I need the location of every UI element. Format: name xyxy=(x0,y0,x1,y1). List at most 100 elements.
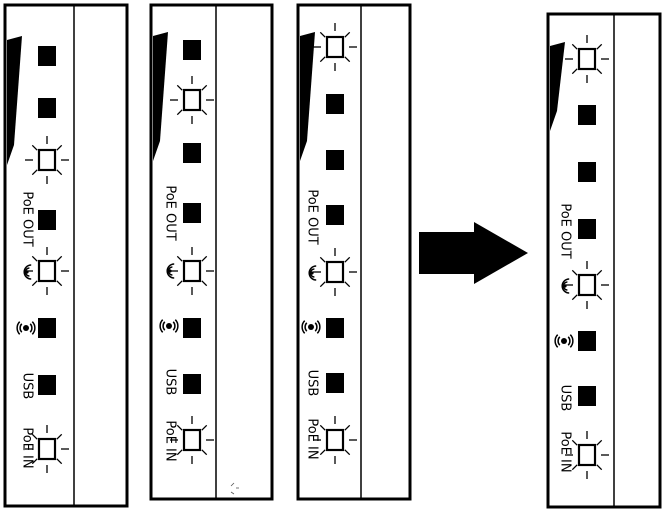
led-blinking xyxy=(313,23,357,71)
wireless-arc xyxy=(166,263,175,279)
faint-blink-mark xyxy=(230,482,239,495)
led-square-lit xyxy=(577,273,597,297)
label-usb: USB xyxy=(305,370,320,397)
nfc-arc xyxy=(159,319,164,333)
nfc-arc xyxy=(554,334,559,348)
blink-ray xyxy=(201,280,208,287)
label-usb: USB xyxy=(163,369,178,396)
label-poe-in: PoE IN xyxy=(20,427,35,468)
blink-ray xyxy=(31,169,38,176)
blink-ray xyxy=(31,144,38,151)
led-off xyxy=(38,98,56,118)
led-square-dark xyxy=(326,373,344,393)
blink-ray xyxy=(596,439,603,446)
led-off xyxy=(183,318,201,338)
led-square-dark xyxy=(38,318,56,338)
led-blinking xyxy=(170,76,214,124)
led-square-lit xyxy=(37,259,57,283)
led-square-dark xyxy=(326,94,344,114)
blink-ray xyxy=(319,449,326,456)
blink-ray xyxy=(319,424,326,431)
led-square-dark xyxy=(183,40,201,60)
led-square-lit xyxy=(37,148,57,172)
led-off xyxy=(578,386,596,406)
nfc-arc xyxy=(567,336,571,346)
label-usb: USB xyxy=(20,373,35,400)
wireless-arc xyxy=(309,268,315,278)
blink-ray xyxy=(31,433,38,440)
label-usb: USB xyxy=(558,385,573,412)
nfc-dot xyxy=(23,325,29,331)
led-off xyxy=(38,318,56,338)
wireless-signal-icon xyxy=(166,263,175,279)
blink-ray xyxy=(56,144,63,151)
wireless-arc xyxy=(562,281,568,291)
label-poe-in: PoE IN xyxy=(163,420,178,461)
wireless-signal-icon xyxy=(561,278,570,294)
led-off xyxy=(183,203,201,223)
wireless-arc xyxy=(23,264,32,280)
nfc-signal-icon xyxy=(16,321,36,335)
led-square-lit xyxy=(182,428,202,452)
led-square-dark xyxy=(183,318,201,338)
blink-ray xyxy=(571,68,578,75)
nfc-arc xyxy=(19,323,23,333)
wireless-signal-icon xyxy=(308,265,317,281)
led-off xyxy=(326,318,344,338)
led-off xyxy=(38,210,56,230)
blink-ray xyxy=(319,56,326,63)
blink-ray xyxy=(319,256,326,263)
led-blinking xyxy=(565,261,609,309)
led-square-lit xyxy=(37,437,57,461)
led-off xyxy=(326,373,344,393)
nfc-arc xyxy=(162,321,166,331)
blink-ray xyxy=(56,280,63,287)
led-square-dark xyxy=(578,331,596,351)
blink-ray xyxy=(596,464,603,471)
label-poe-out: PoE OUT xyxy=(305,189,320,244)
blink-ray xyxy=(596,68,603,75)
led-square-dark xyxy=(38,98,56,118)
led-off xyxy=(578,219,596,239)
led-square-dark xyxy=(183,374,201,394)
wireless-arc xyxy=(167,266,173,276)
led-square-dark xyxy=(578,105,596,125)
blink-ray xyxy=(176,109,183,116)
blink-ray xyxy=(56,169,63,176)
nfc-arc xyxy=(301,320,306,334)
bezel-shade xyxy=(300,32,315,161)
led-square-lit xyxy=(182,259,202,283)
blink-ray xyxy=(571,269,578,276)
nfc-dot xyxy=(561,338,567,344)
right-arrow-icon xyxy=(419,222,528,284)
nfc-signal-icon xyxy=(301,320,321,334)
led-square-lit xyxy=(325,35,345,59)
blink-ray xyxy=(344,256,351,263)
blink-ray xyxy=(596,269,603,276)
nfc-signal-icon xyxy=(159,319,179,333)
wireless-signal-icon xyxy=(23,264,32,280)
led-square-lit xyxy=(577,443,597,467)
led-square-dark xyxy=(578,386,596,406)
led-square-dark xyxy=(326,150,344,170)
blink-ray xyxy=(319,281,326,288)
panel-frame xyxy=(296,3,412,501)
nfc-arc xyxy=(316,320,321,334)
led-off xyxy=(578,162,596,182)
blink-ray xyxy=(201,84,208,91)
nfc-arc xyxy=(29,323,33,333)
blink-ray xyxy=(201,424,208,431)
led-square-dark xyxy=(38,46,56,66)
label-poe-in: PoE IN xyxy=(305,418,320,459)
blink-ray xyxy=(56,458,63,465)
led-off xyxy=(326,150,344,170)
label-poe-out: PoE OUT xyxy=(20,191,35,246)
led-square-dark xyxy=(578,162,596,182)
blink-ray xyxy=(571,464,578,471)
led-square-dark xyxy=(326,318,344,338)
led-blinking xyxy=(565,431,609,479)
wireless-arc xyxy=(308,265,317,281)
blink-ray xyxy=(201,449,208,456)
